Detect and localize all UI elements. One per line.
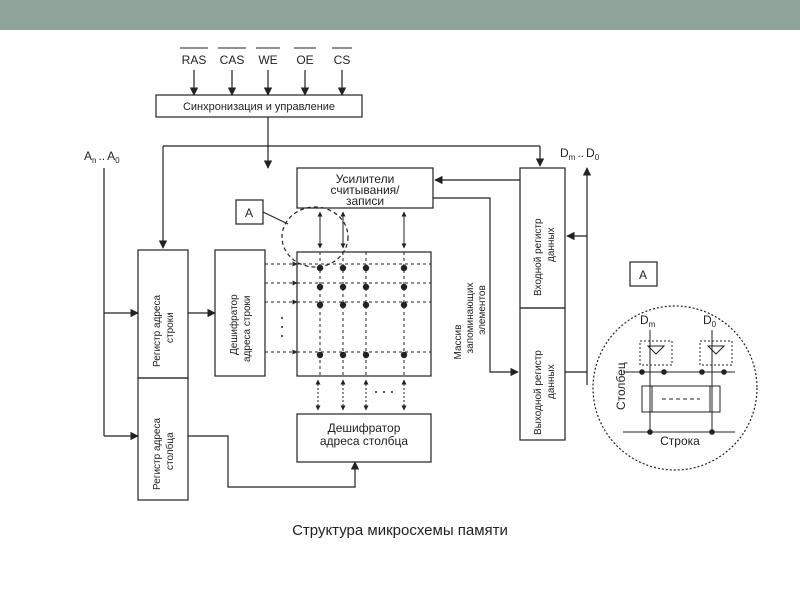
array-label-2: запоминающих <box>465 283 476 354</box>
detail-d0-label: D0 <box>703 313 717 329</box>
control-signal-lines <box>189 70 347 96</box>
input-register-label-2: данных <box>546 227 557 262</box>
column-decoder-label-2: адреса столбца <box>320 434 409 448</box>
output-register-label-2: данных <box>546 364 557 399</box>
signal-we: WE <box>258 53 277 67</box>
detail-row-label: Строка <box>660 434 700 448</box>
array-label-3: элементов <box>477 285 488 335</box>
row-decoder-label-1: Дешифратор <box>228 294 240 355</box>
data-bus-lines <box>565 167 592 385</box>
sense-array-arrows <box>317 211 407 249</box>
bit-lines <box>319 252 405 376</box>
detail-circle <box>592 305 758 471</box>
signal-cs: CS <box>334 53 351 67</box>
array-label-1: Массив <box>453 325 464 360</box>
control-distribution-lines <box>158 117 545 249</box>
row-decoder-label-2: адреса строки <box>242 295 253 362</box>
detail-dm-label: Dm <box>640 313 656 329</box>
sync-control-block <box>155 94 363 118</box>
row-register-label-2: строки <box>165 312 176 343</box>
data-bus-label: Dm..D0 <box>560 146 600 162</box>
detail-label-box <box>629 261 658 287</box>
sense-amp-label-2: считывания/ <box>330 183 400 197</box>
word-lines <box>265 261 431 355</box>
output-register-label-1: Выходной регистр <box>533 350 544 435</box>
row-address-decoder <box>214 249 266 377</box>
output-data-register <box>519 307 566 441</box>
sense-amp-label-3: записи <box>346 194 384 208</box>
column-address-register <box>137 377 189 501</box>
sense-amp-label-1: Усилители <box>336 172 395 186</box>
callout-label-box <box>235 199 264 225</box>
detail-column-label: Столбец <box>614 362 628 410</box>
callout-label: A <box>245 206 253 220</box>
input-register-label-1: Входной регистр <box>533 218 544 296</box>
detail-label: A <box>639 268 647 282</box>
top-banner <box>0 0 800 30</box>
address-bus-lines <box>103 168 139 441</box>
column-address-decoder <box>296 413 432 463</box>
signal-oe: OE <box>296 53 313 67</box>
row-address-register <box>137 249 189 379</box>
sense-amplifiers-block <box>296 167 434 209</box>
memory-array <box>296 251 432 377</box>
signal-ras: RAS <box>182 53 207 67</box>
column-register-label-1: Регистр адреса <box>152 418 163 490</box>
figure-caption: Структура микросхемы памяти <box>292 522 508 539</box>
signal-cas: CAS <box>220 53 245 67</box>
sync-block-label: Синхронизация и управление <box>183 101 335 113</box>
memory-cells <box>281 264 727 435</box>
column-register-label-2: столбца <box>164 432 176 470</box>
callout-circle <box>281 206 349 268</box>
row-register-label-1: Регистр адреса <box>152 295 163 367</box>
address-bus-label: An..A0 <box>84 149 120 165</box>
array-decoder-arrows <box>315 379 407 411</box>
column-decoder-label-1: Дешифратор <box>328 421 401 435</box>
detail-cell <box>623 330 735 433</box>
